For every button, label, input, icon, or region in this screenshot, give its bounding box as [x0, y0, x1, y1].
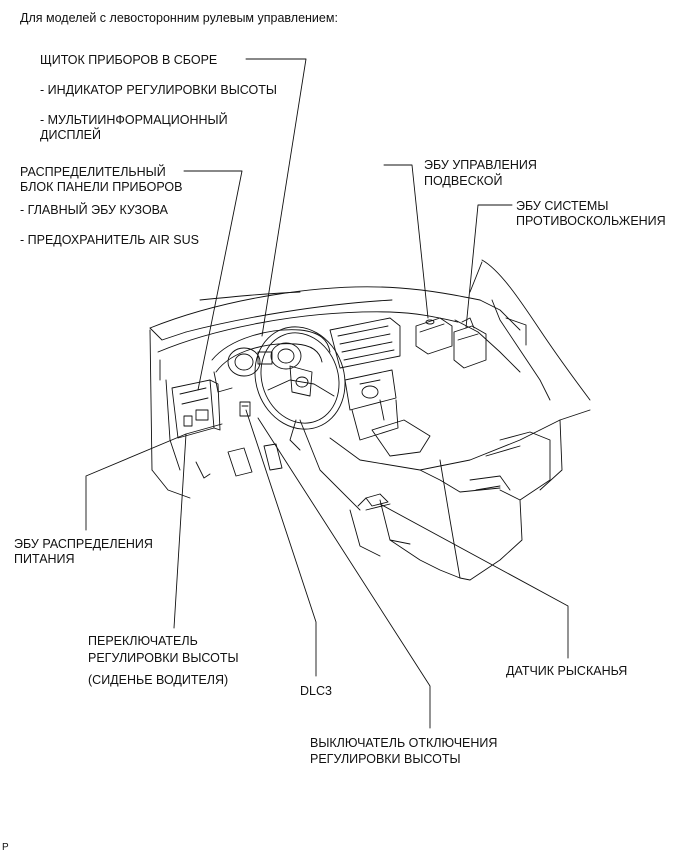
- yaw-sensor-part: [357, 493, 391, 511]
- label-suspension-ecu-line1: ЭБУ УПРАВЛЕНИЯ: [424, 158, 537, 172]
- label-height-switch-line2: РЕГУЛИРОВКИ ВЫСОТЫ: [88, 651, 239, 665]
- dashboard-outline: [149, 259, 591, 401]
- left-pillar-outline: [149, 329, 191, 499]
- label-power-ecu-line2: ПИТАНИЯ: [14, 552, 75, 566]
- floor-and-console: [299, 409, 591, 581]
- label-height-switch-line1: ПЕРЕКЛЮЧАТЕЛЬ: [88, 634, 198, 648]
- label-skid-ecu-line2: ПРОТИВОСКОЛЬЖЕНИЯ: [516, 214, 666, 228]
- center-console: [329, 317, 431, 457]
- instrument-cluster: [211, 329, 331, 393]
- label-multi-display-line2: ДИСПЛЕЙ: [40, 128, 101, 142]
- label-height-indicator: - ИНДИКАТОР РЕГУЛИРОВКИ ВЫСОТЫ: [40, 83, 277, 97]
- label-skid-ecu-line1: ЭБУ СИСТЕМЫ: [516, 199, 609, 213]
- label-dlc3: DLC3: [300, 684, 332, 698]
- label-junction-block-line2: БЛОК ПАНЕЛИ ПРИБОРОВ: [20, 180, 183, 194]
- skid-ecu-part: [453, 317, 487, 369]
- label-height-switch-line3: (СИДЕНЬЕ ВОДИТЕЛЯ): [88, 673, 229, 687]
- pedals: [195, 443, 283, 479]
- label-cancel-switch-line2: РЕГУЛИРОВКИ ВЫСОТЫ: [310, 752, 461, 766]
- figure-code: P: [2, 842, 9, 853]
- label-junction-block-line1: РАСПРЕДЕЛИТЕЛЬНЫЙ: [20, 165, 166, 179]
- label-yaw-sensor: ДАТЧИК РЫСКАНЬЯ: [506, 664, 628, 678]
- label-cancel-switch-line1: ВЫКЛЮЧАТЕЛЬ ОТКЛЮЧЕНИЯ: [310, 736, 498, 750]
- label-power-ecu-line1: ЭБУ РАСПРЕДЕЛЕНИЯ: [14, 537, 153, 551]
- label-multi-display-line1: - МУЛЬТИИНФОРМАЦИОННЫЙ: [40, 113, 228, 127]
- diagram-title: Для моделей с левосторонним рулевым упра…: [20, 11, 338, 25]
- junction-block-part: [171, 379, 221, 439]
- label-suspension-ecu-line2: ПОДВЕСКОЙ: [424, 174, 503, 188]
- label-air-sus-fuse: - ПРЕДОХРАНИТЕЛЬ AIR SUS: [20, 233, 199, 247]
- steering-wheel: [254, 326, 346, 451]
- leader-lines: [85, 58, 569, 729]
- label-combination-meter: ЩИТОК ПРИБОРОВ В СБОРЕ: [40, 53, 218, 67]
- suspension-ecu-part: [415, 317, 453, 355]
- label-main-body-ecu: - ГЛАВНЫЙ ЭБУ КУЗОВА: [20, 203, 168, 217]
- height-switch-part: [239, 401, 251, 417]
